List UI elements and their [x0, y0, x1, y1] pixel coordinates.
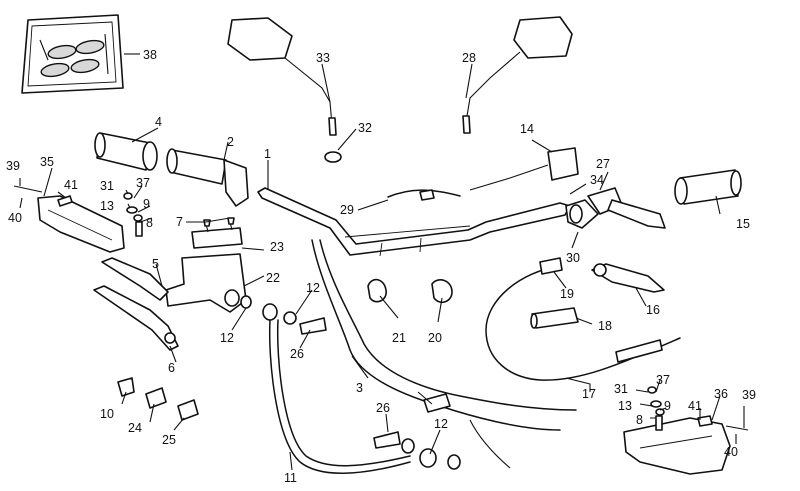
callout-20: 20 [428, 331, 442, 345]
callout-1: 1 [264, 147, 271, 161]
callout-16: 16 [646, 303, 660, 317]
callout-35: 35 [40, 155, 54, 169]
callout-40-left: 40 [8, 211, 22, 225]
callout-18: 18 [598, 319, 612, 333]
callout-25: 25 [162, 433, 176, 447]
callout-7: 7 [176, 215, 183, 229]
callout-8-right: 8 [636, 413, 643, 427]
leader-lines [19, 53, 745, 471]
front-brake-lever [93, 257, 179, 351]
right-mirror [462, 16, 573, 134]
cable-adjuster [530, 307, 579, 329]
callout-32: 32 [358, 121, 372, 135]
left-hand-guard [13, 185, 125, 253]
callout-8-left: 8 [146, 216, 153, 230]
throttle-cables [311, 239, 577, 469]
callout-14: 14 [520, 122, 534, 136]
callout-9-left: 9 [143, 197, 150, 211]
callout-21: 21 [392, 331, 406, 345]
callout-6: 6 [168, 361, 175, 375]
callout-24: 24 [128, 421, 142, 435]
callout-39-left: 39 [6, 159, 20, 173]
callout-13-right: 13 [618, 399, 632, 413]
callout-19: 19 [560, 287, 574, 301]
callout-38: 38 [143, 48, 157, 62]
callout-22: 22 [266, 271, 280, 285]
handlebar [257, 187, 571, 257]
brake-hose [268, 319, 411, 474]
callout-9-right: 9 [664, 399, 671, 413]
right-lever-assembly [565, 187, 666, 229]
banjo-fittings [117, 377, 199, 421]
right-hand-guard [623, 415, 749, 475]
callout-39-right: 39 [742, 388, 756, 402]
throttle-grip [166, 148, 249, 207]
callout-37-left: 37 [136, 176, 150, 190]
clutch-cable [485, 257, 681, 381]
washers [240, 295, 461, 470]
callout-13-left: 13 [100, 199, 114, 213]
right-grip [674, 169, 742, 205]
inset-hand-grips-picture [21, 14, 124, 94]
callout-37-right: 37 [656, 373, 670, 387]
callout-27: 27 [596, 157, 610, 171]
callout-29: 29 [340, 203, 354, 217]
callout-15: 15 [736, 217, 750, 231]
callout-23: 23 [270, 240, 284, 254]
callout-41-right: 41 [688, 399, 702, 413]
callout-31-right: 31 [614, 382, 628, 396]
callout-34: 34 [590, 173, 604, 187]
callout-26-bottom: 26 [376, 401, 390, 415]
callout-41-left: 41 [64, 178, 78, 192]
callout-5: 5 [152, 257, 159, 271]
callout-26-mid: 26 [290, 347, 304, 361]
callout-31-left: 31 [100, 179, 114, 193]
left-mirror [227, 17, 337, 136]
callout-12-bottom: 12 [434, 417, 448, 431]
callout-36: 36 [714, 387, 728, 401]
callout-28: 28 [462, 51, 476, 65]
callout-12-left: 12 [220, 331, 234, 345]
callout-labels: 38 33 28 32 14 4 2 1 27 34 39 35 41 40 3… [6, 48, 756, 485]
mounting-hardware-left [123, 192, 143, 237]
callout-4: 4 [155, 115, 162, 129]
callout-30: 30 [566, 251, 580, 265]
mirror-nut [324, 151, 342, 163]
mounting-hardware-right [647, 386, 665, 431]
callout-12-mid: 12 [306, 281, 320, 295]
brake-master-cylinder [165, 217, 247, 313]
wire [387, 189, 461, 201]
left-grip [94, 132, 158, 171]
callout-3: 3 [356, 381, 363, 395]
clutch-lever [591, 263, 665, 293]
switch-assembly [469, 147, 579, 191]
callout-11: 11 [284, 471, 297, 485]
callout-33: 33 [316, 51, 330, 65]
cable-clamps [367, 278, 453, 304]
callout-17: 17 [582, 387, 596, 401]
callout-40-right: 40 [724, 445, 738, 459]
callout-2: 2 [227, 135, 234, 149]
callout-10: 10 [100, 407, 114, 421]
